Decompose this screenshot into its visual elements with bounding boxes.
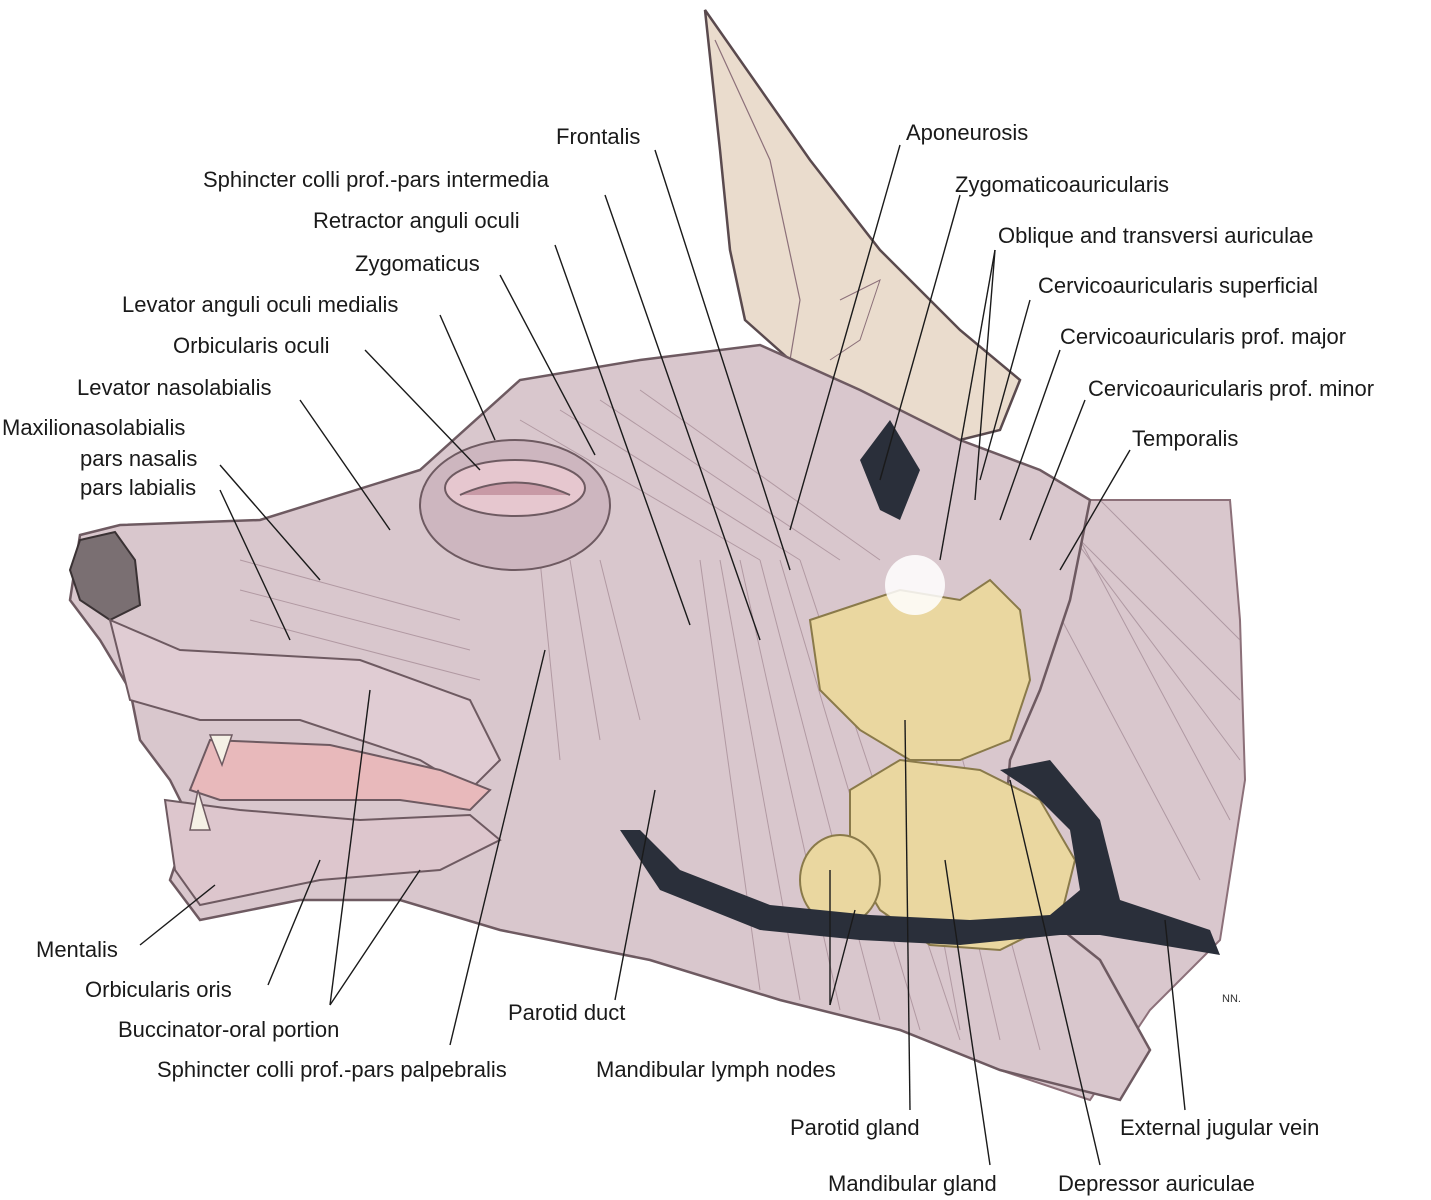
label-sphincter-palpebralis: Sphincter colli prof.-pars palpebralis bbox=[157, 1057, 507, 1082]
label-levator-anguli-oculi: Levator anguli oculi medialis bbox=[122, 292, 399, 317]
label-orbicularis-oris: Orbicularis oris bbox=[85, 977, 232, 1002]
head-muscles bbox=[68, 343, 1152, 1102]
label-aponeurosis: Aponeurosis bbox=[906, 120, 1029, 145]
label-cervico-superficial: Cervicoauricularis superficial bbox=[1038, 273, 1318, 298]
label-external-jugular: External jugular vein bbox=[1120, 1115, 1320, 1140]
label-retractor-anguli-oculi: Retractor anguli oculi bbox=[313, 208, 520, 233]
label-cervico-prof-major: Cervicoauricularis prof. major bbox=[1060, 324, 1347, 349]
mouth-opening bbox=[188, 738, 492, 812]
label-depressor-auriculae: Depressor auriculae bbox=[1058, 1171, 1255, 1196]
label-zygomaticus: Zygomaticus bbox=[355, 251, 480, 276]
label-parotid-gland: Parotid gland bbox=[790, 1115, 920, 1140]
lower-jaw bbox=[163, 798, 502, 907]
artist-signature: NN. bbox=[1222, 993, 1241, 1005]
label-pars-nasalis: pars nasalis bbox=[80, 446, 198, 471]
upper-canine-tooth bbox=[208, 734, 234, 768]
nose bbox=[68, 530, 142, 622]
label-cervico-prof-minor: Cervicoauricularis prof. minor bbox=[1088, 376, 1375, 401]
label-zygomaticoauricularis: Zygomaticoauricularis bbox=[955, 172, 1169, 197]
label-mandibular-lymph: Mandibular lymph nodes bbox=[596, 1057, 836, 1082]
leader-lines bbox=[139, 144, 1186, 1166]
label-levator-nasolabialis: Levator nasolabialis bbox=[77, 375, 272, 400]
label-buccinator: Buccinator-oral portion bbox=[118, 1017, 340, 1042]
label-mentalis: Mentalis bbox=[36, 937, 118, 962]
label-parotid-duct: Parotid duct bbox=[508, 1000, 626, 1025]
label-sphincter-intermedia: Sphincter colli prof.-pars intermedia bbox=[203, 167, 550, 192]
label-oblique-transversi: Oblique and transversi auriculae bbox=[998, 223, 1314, 248]
label-frontalis: Frontalis bbox=[556, 124, 641, 149]
label-temporalis: Temporalis bbox=[1132, 426, 1239, 451]
lower-canine-tooth bbox=[189, 789, 212, 831]
external-jugular-vein-shape bbox=[620, 760, 1220, 955]
label-maxilionasolabialis: Maxilionasolabialis bbox=[2, 415, 186, 440]
label-orbicularis-oculi: Orbicularis oculi bbox=[173, 333, 330, 358]
label-mandibular-gland: Mandibular gland bbox=[828, 1171, 997, 1196]
label-pars-labialis: pars labialis bbox=[80, 475, 197, 500]
